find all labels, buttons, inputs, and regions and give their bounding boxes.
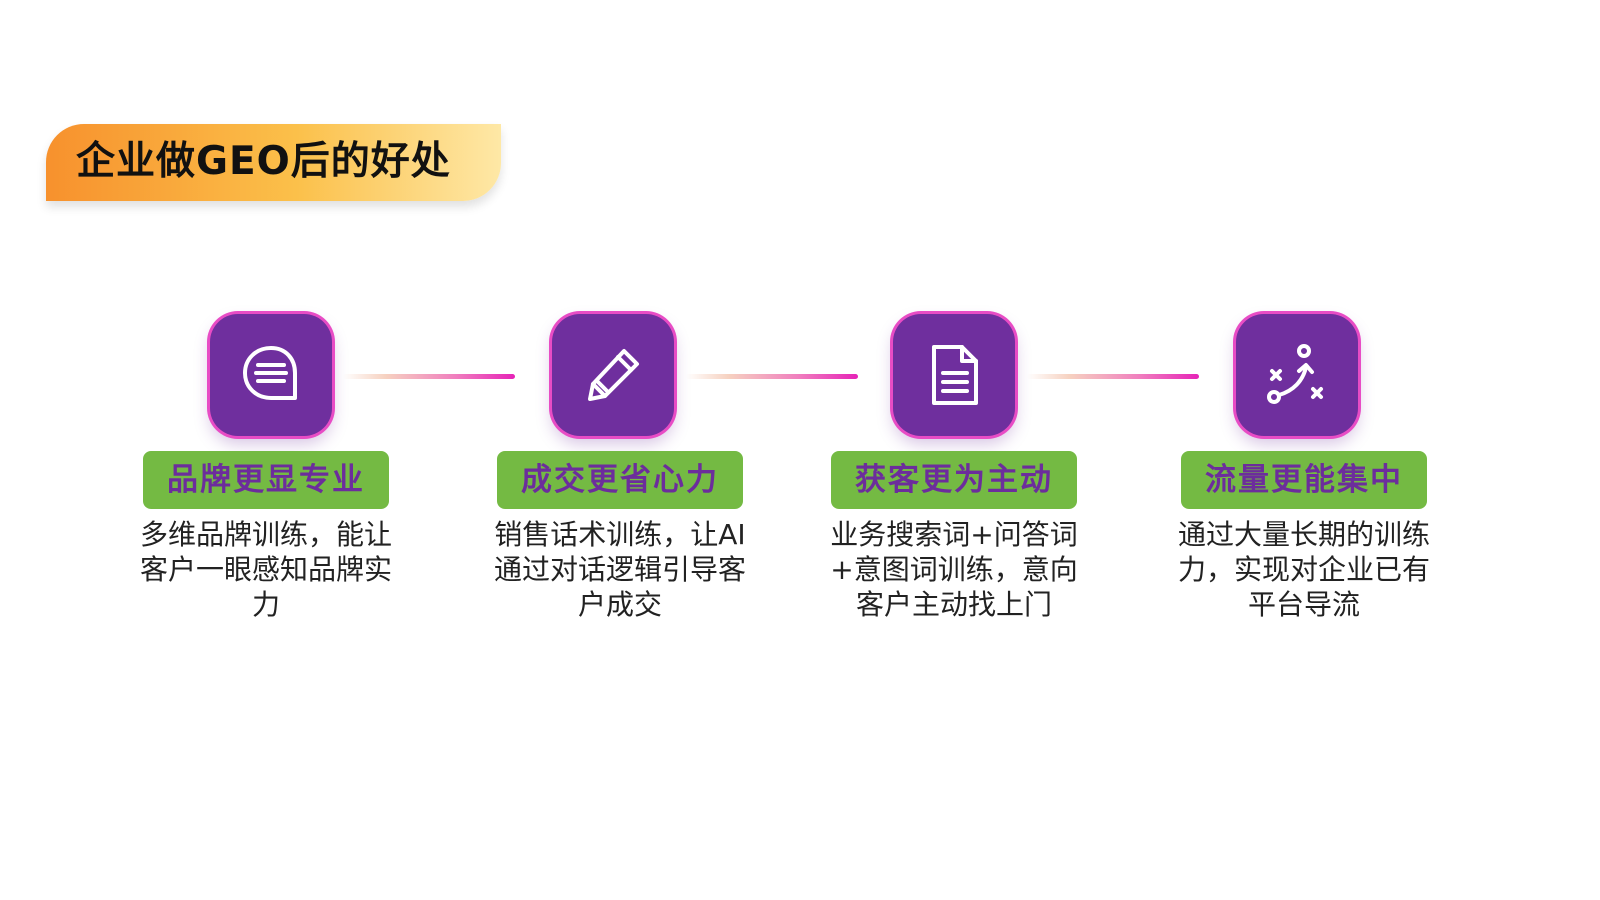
connector-line-2 <box>686 374 858 379</box>
step-4-heading: 流量更能集中 <box>1181 451 1427 509</box>
connector-line-3 <box>1027 374 1199 379</box>
step-1-icon-box <box>210 314 332 436</box>
document-icon <box>932 345 978 405</box>
step-3-icon-box <box>893 314 1015 436</box>
step-2-icon-box <box>552 314 674 436</box>
strategy-path-icon <box>1267 344 1323 404</box>
step-1-description: 多维品牌训练，能让客户一眼感知品牌实力 <box>139 518 392 621</box>
step-2-description: 销售话术训练，让AI通过对话逻辑引导客户成交 <box>493 518 746 621</box>
pen-icon <box>588 349 639 401</box>
page-title: 企业做GEO后的好处 <box>76 139 451 184</box>
title-banner: 企业做GEO后的好处 <box>46 124 501 201</box>
step-1-heading: 品牌更显专业 <box>143 451 389 509</box>
step-4-description: 通过大量长期的训练力，实现对企业已有平台导流 <box>1177 518 1430 621</box>
step-2-heading: 成交更省心力 <box>497 451 743 509</box>
chat-bubble-icon <box>243 346 297 400</box>
step-4-icon-box <box>1236 314 1358 436</box>
step-3-heading: 获客更为主动 <box>831 451 1077 509</box>
connector-line-1 <box>343 374 515 379</box>
step-3-description: 业务搜索词+问答词+意图词训练，意向客户主动找上门 <box>830 518 1078 621</box>
